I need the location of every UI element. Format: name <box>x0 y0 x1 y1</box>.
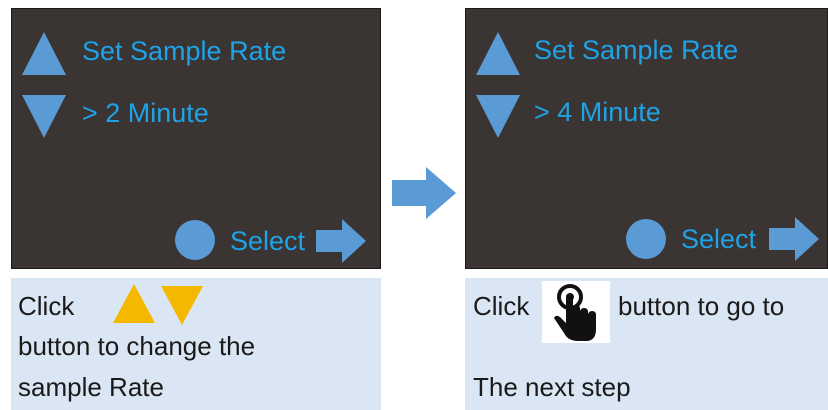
select-label: Select <box>681 224 757 254</box>
hand-tap-icon <box>542 281 610 343</box>
next-step-arrow-icon <box>392 167 456 219</box>
up-triangle-icon[interactable] <box>476 32 520 75</box>
sample-rate-value: > 4 Minute <box>534 97 661 127</box>
sample-rate-value: > 2 Minute <box>82 98 209 128</box>
select-circle-icon[interactable] <box>175 220 215 260</box>
caption-click-word: Click <box>18 291 75 321</box>
caption-line2: button to change the <box>18 331 256 361</box>
device-screen-step2: Set Sample Rate > 4 Minute Select <box>465 8 828 269</box>
caption-line3: sample Rate <box>18 372 164 402</box>
menu-title: Set Sample Rate <box>82 36 287 66</box>
up-triangle-icon <box>113 284 155 323</box>
caption-line1-rest: button to go to <box>618 291 785 321</box>
right-arrow-icon <box>316 219 366 263</box>
caption-click-word: Click <box>473 291 530 321</box>
caption-step1: Click button to change the sample Rate <box>11 278 381 410</box>
right-arrow-icon <box>769 217 819 261</box>
select-circle-icon[interactable] <box>626 219 666 259</box>
menu-title: Set Sample Rate <box>534 35 739 65</box>
up-triangle-icon[interactable] <box>22 32 66 75</box>
caption-step2: Click button to go to The next step <box>465 278 828 410</box>
select-label: Select <box>230 226 306 256</box>
down-triangle-icon[interactable] <box>22 95 66 138</box>
down-triangle-icon[interactable] <box>476 95 520 138</box>
caption-line3: The next step <box>473 372 631 402</box>
down-triangle-icon <box>161 286 203 325</box>
device-screen-step1: Set Sample Rate > 2 Minute Select <box>11 8 381 269</box>
